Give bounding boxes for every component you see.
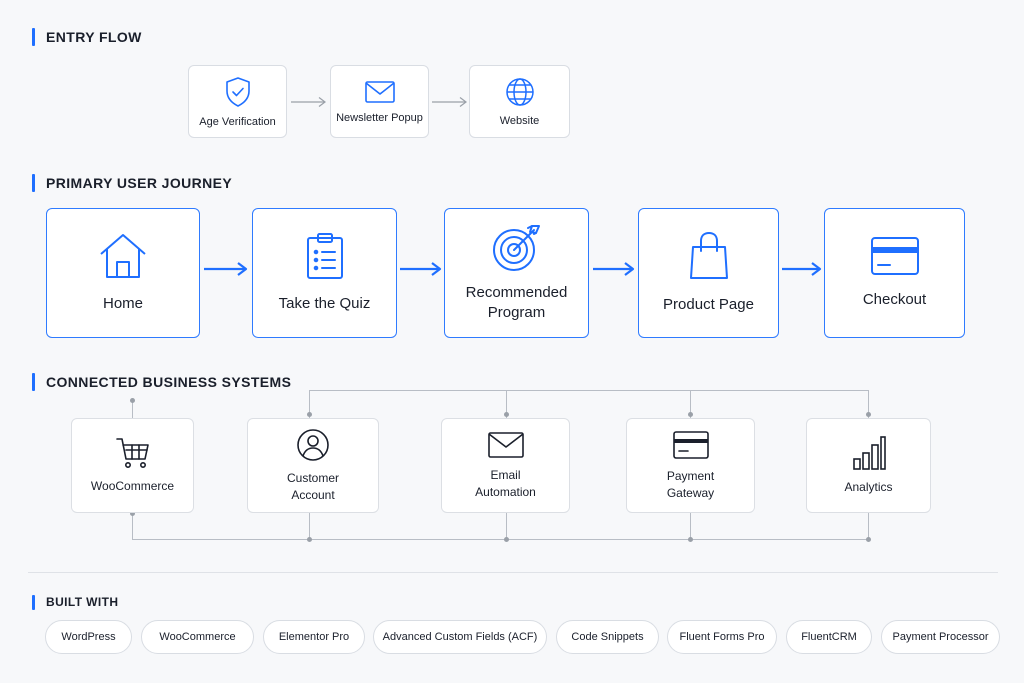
system-card-label: Customer Account	[286, 470, 339, 502]
section-accent-bar	[32, 373, 35, 391]
connector-node	[688, 412, 693, 417]
target-icon	[492, 223, 542, 273]
entry-card-age-verification[interactable]: Age Verification	[188, 65, 287, 138]
journey-card-checkout[interactable]: Checkout	[824, 208, 965, 338]
entry-card-label: Newsletter Popup	[336, 111, 423, 124]
journey-arrow	[204, 262, 248, 276]
home-icon	[98, 232, 148, 280]
journey-card-home[interactable]: Home	[46, 208, 200, 338]
system-card-payment-gateway[interactable]: Payment Gateway	[626, 418, 755, 513]
connector-stub	[132, 513, 133, 539]
journey-card-label: Product Page	[663, 296, 754, 313]
entry-arrow	[432, 97, 467, 107]
tech-chip: Code Snippets	[556, 620, 659, 654]
shield-check-icon	[224, 76, 252, 108]
connector-stub	[506, 390, 507, 418]
connector-stub	[132, 400, 133, 418]
system-card-email-automation[interactable]: Email Automation	[441, 418, 570, 513]
tech-chip: Elementor Pro	[263, 620, 365, 654]
journey-arrow	[593, 262, 635, 276]
section-title-primary-journey: PRIMARY USER JOURNEY	[32, 173, 232, 193]
entry-card-newsletter-popup[interactable]: Newsletter Popup	[330, 65, 429, 138]
journey-card-label: Home	[102, 295, 143, 312]
connector-stub	[690, 513, 691, 539]
section-title-built-with: BUILT WITH	[32, 592, 118, 612]
globe-icon	[505, 77, 535, 107]
bar-chart-icon	[851, 435, 887, 471]
journey-card-label: Recommended Program	[461, 283, 573, 323]
section-accent-bar	[32, 28, 35, 46]
connector-bottom-line	[132, 539, 869, 540]
connector-stub	[309, 390, 310, 418]
connector-node	[504, 412, 509, 417]
envelope-icon	[487, 431, 525, 459]
journey-card-take-quiz[interactable]: Take the Quiz	[252, 208, 397, 338]
journey-card-recommended-program[interactable]: Recommended Program	[444, 208, 589, 338]
clipboard-list-icon	[305, 232, 345, 280]
journey-arrow	[400, 262, 442, 276]
entry-card-website[interactable]: Website	[469, 65, 570, 138]
tech-chip: Payment Processor	[881, 620, 1000, 654]
section-accent-bar	[32, 594, 35, 610]
journey-card-label: Take the Quiz	[278, 295, 371, 312]
journey-card-product-page[interactable]: Product Page	[638, 208, 779, 338]
user-circle-icon	[296, 428, 330, 462]
card-icon	[672, 430, 710, 460]
system-card-label: Analytics	[844, 480, 893, 494]
entry-card-label: Website	[499, 114, 540, 127]
system-card-customer-account[interactable]: Customer Account	[247, 418, 379, 513]
connector-stub	[506, 513, 507, 539]
section-title-text: ENTRY FLOW	[46, 29, 142, 45]
connector-stub	[868, 390, 869, 418]
credit-card-icon	[870, 236, 920, 276]
tech-chip: FluentCRM	[786, 620, 872, 654]
connector-node	[866, 537, 871, 542]
connector-stub	[690, 390, 691, 418]
envelope-icon	[364, 80, 396, 104]
shopping-bag-icon	[688, 231, 730, 281]
section-title-text: BUILT WITH	[46, 595, 119, 609]
connector-node	[866, 412, 871, 417]
cart-icon	[115, 436, 151, 470]
section-title-connected-systems: CONNECTED BUSINESS SYSTEMS	[32, 372, 291, 392]
section-title-text: PRIMARY USER JOURNEY	[46, 175, 233, 191]
connector-node	[130, 398, 135, 403]
system-card-analytics[interactable]: Analytics	[806, 418, 931, 513]
section-title-entry-flow: ENTRY FLOW	[32, 27, 142, 47]
system-card-label: WooCommerce	[90, 479, 175, 493]
system-card-label: Email Automation	[475, 467, 536, 499]
entry-arrow	[291, 97, 326, 107]
section-divider	[28, 572, 998, 573]
system-card-label: Payment Gateway	[666, 468, 715, 500]
connector-stub	[868, 513, 869, 539]
connector-node	[307, 412, 312, 417]
tech-chip: WordPress	[45, 620, 132, 654]
journey-arrow	[782, 262, 822, 276]
connector-node	[688, 537, 693, 542]
tech-chip: WooCommerce	[141, 620, 254, 654]
tech-chip: Advanced Custom Fields (ACF)	[373, 620, 547, 654]
connector-node	[130, 511, 135, 516]
tech-chip: Fluent Forms Pro	[667, 620, 777, 654]
section-accent-bar	[32, 174, 35, 192]
connector-node	[307, 537, 312, 542]
journey-card-label: Checkout	[862, 291, 927, 308]
connector-node	[504, 537, 509, 542]
journey-card-label-text: Recommended Program	[465, 284, 568, 321]
entry-card-label: Age Verification	[199, 115, 276, 128]
connector-stub	[309, 513, 310, 539]
connector-top-line	[309, 390, 869, 391]
system-card-woocommerce[interactable]: WooCommerce	[71, 418, 194, 513]
section-title-text: CONNECTED BUSINESS SYSTEMS	[46, 374, 292, 390]
